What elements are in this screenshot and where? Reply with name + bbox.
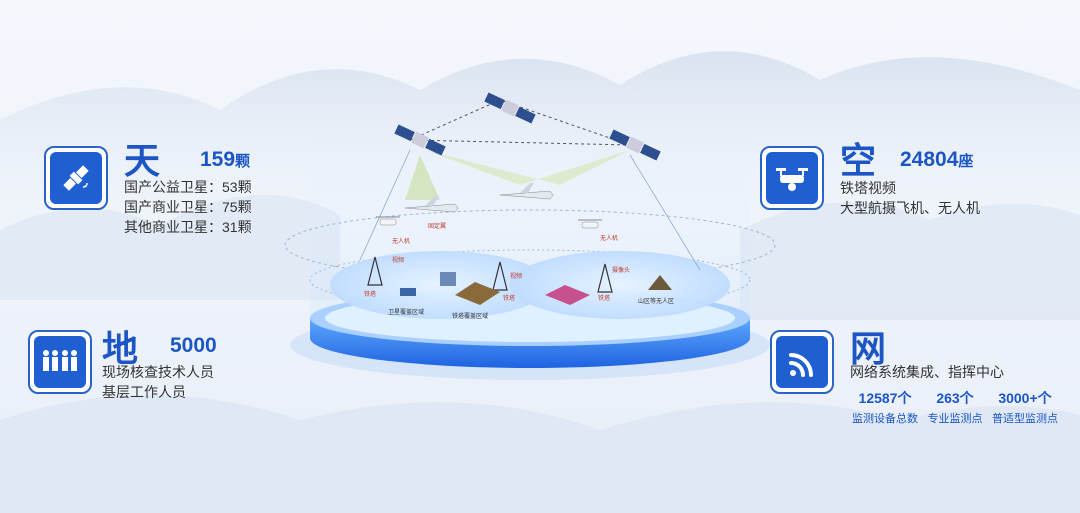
wang-stat-3-num: 3000+个	[998, 390, 1052, 406]
satellite-icon	[484, 92, 536, 124]
building-icon	[440, 272, 456, 286]
people-icon	[43, 350, 77, 371]
tian-count: 159颗	[200, 148, 250, 172]
satellite-card-icon	[44, 146, 108, 210]
terrain-icon	[545, 285, 590, 305]
label-tower1: 铁塔	[364, 290, 376, 298]
sat-line-1	[359, 149, 411, 261]
wang-line: 网络系统集成、指挥中心	[850, 364, 1004, 380]
tower-icon	[367, 256, 383, 286]
tian-line-3: 其他商业卫星：31颗	[124, 219, 252, 235]
mountain-mid	[0, 194, 340, 300]
di-count: 5000	[170, 334, 217, 357]
label-tower3: 铁塔	[598, 294, 610, 302]
wifi-icon	[789, 353, 813, 377]
mountain-right	[740, 202, 1080, 320]
di-line-1: 现场核查技术人员	[102, 364, 214, 380]
drone-icon	[776, 168, 808, 191]
kong-count-unit: 座	[958, 153, 974, 170]
tian-title: 天	[124, 141, 161, 182]
label-tower2: 铁塔	[503, 294, 515, 302]
tower-icon	[492, 261, 508, 291]
label-video: 视频	[392, 256, 404, 264]
drone-card-icon	[760, 146, 824, 210]
tower-icon	[597, 263, 613, 293]
tian-count-unit: 颗	[235, 153, 251, 170]
mountain-front	[0, 395, 1080, 513]
wang-stat-1-num: 12587个	[858, 390, 912, 406]
tian-line-2: 国产商业卫星：75颗	[124, 199, 252, 215]
label-drone-left: 无人机	[392, 237, 410, 245]
wang-title: 网	[850, 329, 887, 370]
kong-title: 空	[840, 141, 877, 182]
drone-icon	[578, 219, 602, 229]
label-drone-right: 无人机	[600, 234, 618, 242]
label-mountain-area: 山区等无人区	[638, 297, 674, 305]
wang-stat-2-label: 专业监测点	[927, 413, 983, 425]
satellite-icon	[63, 165, 89, 191]
drone-icon	[376, 216, 400, 226]
label-tower-area: 铁塔覆盖区域	[452, 312, 488, 320]
people-card-icon	[28, 330, 92, 394]
label-camera: 摄像头	[612, 266, 630, 274]
wang-stat-1-label: 监测设备总数	[852, 413, 918, 425]
kong-line-2: 大型航摄飞机、无人机	[840, 200, 980, 216]
network-card-icon	[770, 330, 834, 394]
fixed-wing-icon	[499, 183, 554, 200]
sat-beam-mid	[425, 150, 630, 185]
kong-count-value: 24804	[900, 148, 959, 171]
kong-line-1: 铁塔视频	[840, 180, 896, 196]
di-line-2: 基层工作人员	[102, 384, 186, 400]
label-video2: 视频	[510, 272, 522, 280]
sat-line-2	[629, 154, 701, 271]
tian-line-1: 国产公益卫星：53颗	[124, 179, 252, 195]
sat-beam-left	[405, 155, 440, 200]
wang-stat-3-label: 普适型监测点	[992, 413, 1058, 425]
mountain-icon	[648, 275, 672, 290]
kong-count: 24804座	[900, 148, 973, 172]
di-title: 地	[102, 329, 139, 370]
tian-count-value: 159	[200, 148, 236, 171]
label-fixed-wing: 固定翼	[428, 222, 446, 230]
fixed-wing-icon	[404, 196, 459, 213]
satellite-icon	[609, 129, 661, 161]
terrain-icon	[455, 282, 500, 305]
label-sat-area: 卫星覆盖区域	[388, 308, 424, 316]
disc-right	[510, 251, 730, 319]
wang-stat-2-num: 263个	[936, 390, 974, 406]
sat-link	[409, 99, 631, 146]
phone-icon	[400, 288, 416, 296]
satellite-icon	[394, 124, 446, 156]
